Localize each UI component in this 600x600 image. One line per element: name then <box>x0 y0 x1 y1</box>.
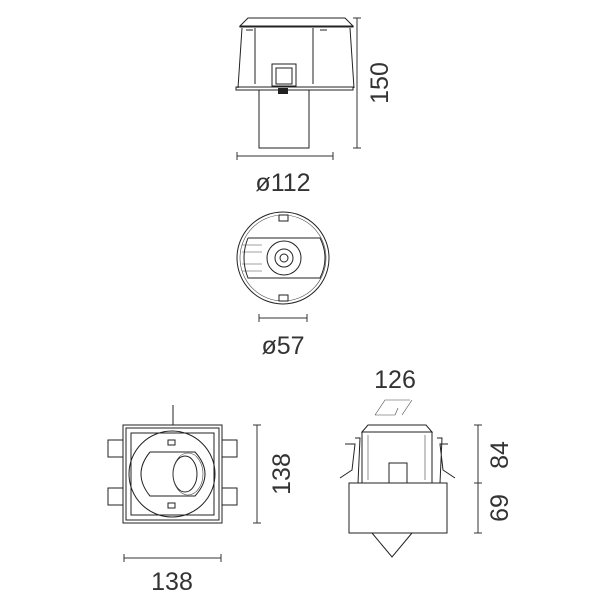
height-138-label: 138 <box>268 453 296 495</box>
round-dimensions: ø57 <box>258 314 308 360</box>
height-150-label: 150 <box>366 62 394 104</box>
width-138-label: 138 <box>151 568 193 596</box>
diameter-112-label: ø112 <box>255 169 310 197</box>
height-84-label: 84 <box>486 441 514 469</box>
square-dimensions: 138 138 <box>123 424 296 596</box>
side-dimensions: ø112 150 <box>236 17 394 197</box>
diameter-57-label: ø57 <box>261 332 304 360</box>
square-top-view <box>107 405 238 524</box>
cutout-126-label: 126 <box>374 366 416 394</box>
side-view <box>235 17 355 149</box>
height-69-label: 69 <box>486 494 514 522</box>
section-view: 126 <box>339 366 456 558</box>
section-dimensions: 84 69 <box>474 424 514 534</box>
cutout-symbol-icon <box>374 399 413 416</box>
round-top-view <box>236 211 330 305</box>
